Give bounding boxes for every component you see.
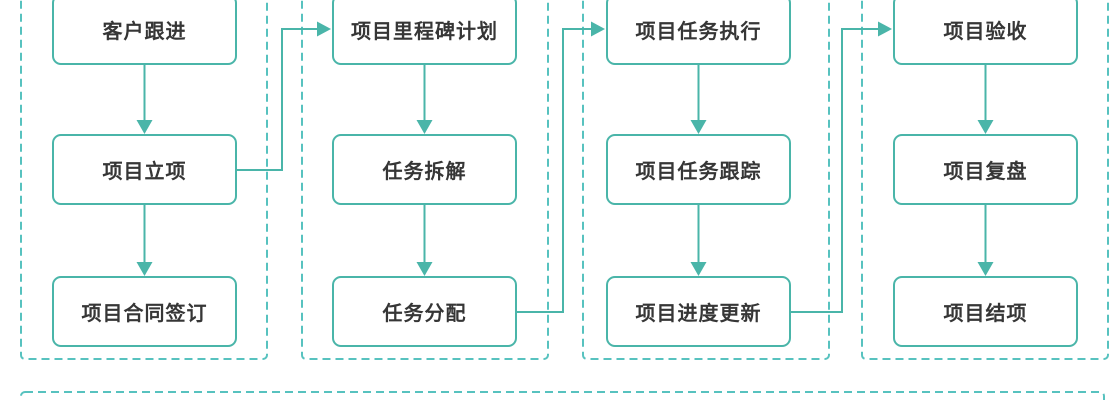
- phase-group-4-border: [861, 0, 1109, 360]
- arrow-customer-to-initiation: [136, 65, 153, 134]
- flow-node-task-assignment: 任务分配: [332, 276, 517, 347]
- flow-node-project-initiation: 项目立项: [52, 134, 237, 205]
- phase-group-2-border: [301, 0, 549, 360]
- connector-assignment-to-execution: [517, 21, 605, 313]
- connector-update-to-acceptance: [790, 21, 892, 313]
- flow-node-progress-update: 项目进度更新: [606, 276, 791, 347]
- connector-initiation-to-milestone: [237, 21, 331, 171]
- phase-group-3-border: [582, 0, 830, 360]
- flow-node-milestone-plan: 项目里程碑计划: [332, 0, 517, 65]
- flow-node-project-review: 项目复盘: [893, 134, 1078, 205]
- arrow-tracking-to-update: [690, 205, 707, 276]
- arrow-breakdown-to-assignment: [416, 205, 433, 276]
- flow-node-contract-signing: 项目合同签订: [52, 276, 237, 347]
- arrow-initiation-to-contract: [136, 205, 153, 276]
- flow-node-task-tracking: 项目任务跟踪: [606, 134, 791, 205]
- arrow-acceptance-to-review: [977, 65, 994, 134]
- flow-node-task-execution: 项目任务执行: [606, 0, 791, 65]
- arrow-execution-to-tracking: [690, 65, 707, 134]
- arrow-milestone-to-breakdown: [416, 65, 433, 134]
- flow-node-customer-follow-up: 客户跟进: [52, 0, 237, 65]
- flow-node-project-closure: 项目结项: [893, 276, 1078, 347]
- bottom-section-border: [20, 391, 1105, 400]
- arrow-review-to-closure: [977, 205, 994, 276]
- flow-node-project-acceptance: 项目验收: [893, 0, 1078, 65]
- phase-group-1-border: [20, 0, 268, 360]
- flow-node-task-breakdown: 任务拆解: [332, 134, 517, 205]
